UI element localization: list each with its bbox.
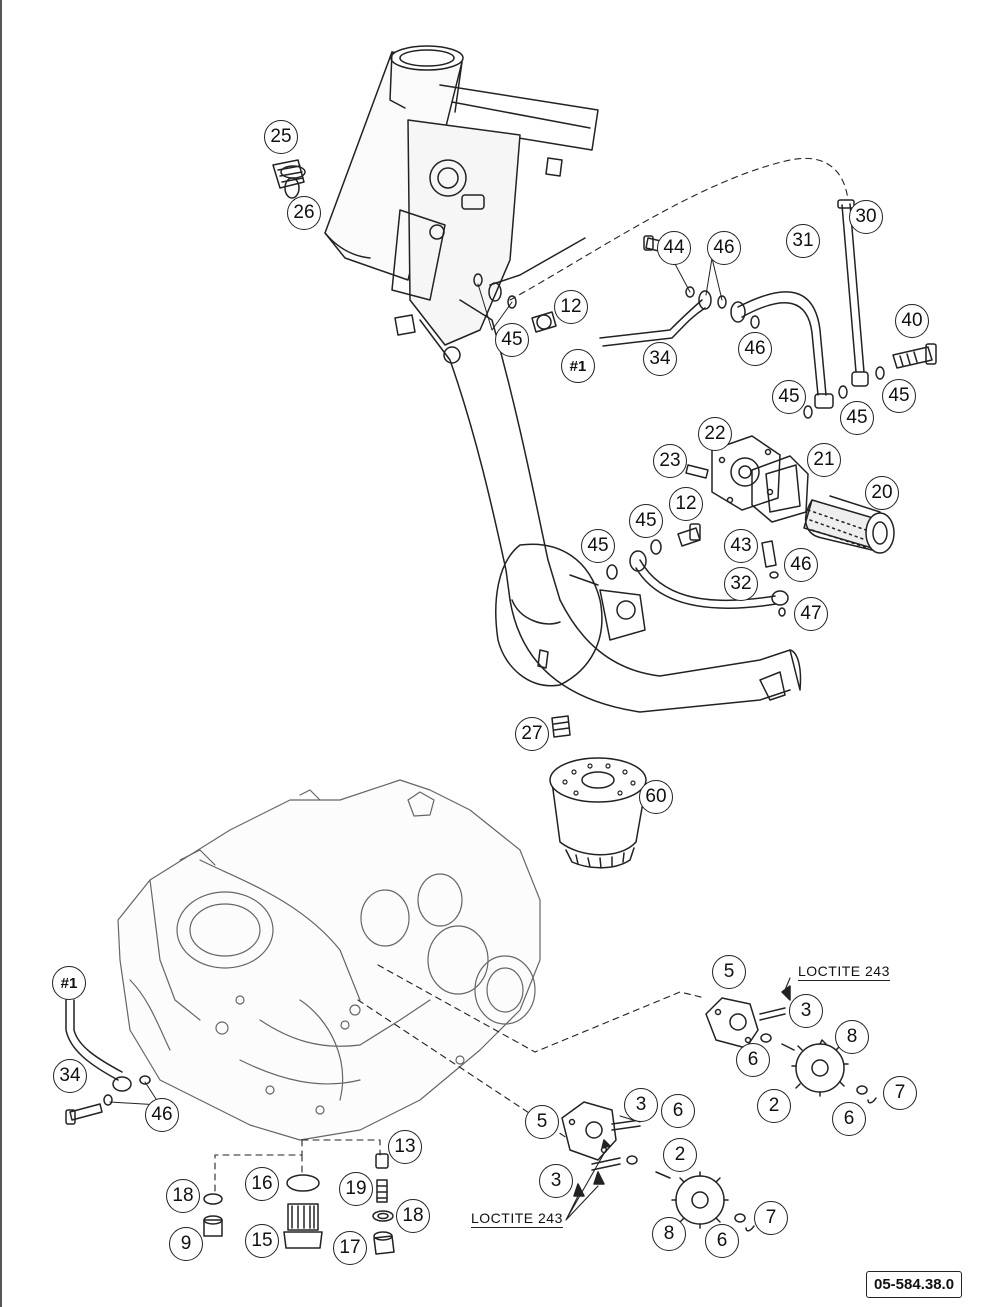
callout-46: 46	[738, 332, 772, 366]
callout-6: 6	[661, 1094, 695, 1128]
callout-6: 6	[832, 1102, 866, 1136]
callout-45: 45	[495, 323, 529, 357]
callout-9: 9	[169, 1227, 203, 1261]
engine-crankcase	[117, 779, 541, 1141]
callout-46: 46	[707, 231, 741, 265]
callout-3: 3	[539, 1164, 573, 1198]
callout-16: 16	[245, 1167, 279, 1201]
oil-lines-upper	[272, 157, 937, 419]
callout-30: 30	[849, 200, 883, 234]
callout-6: 6	[705, 1224, 739, 1258]
callout-ref-1: #1	[561, 349, 595, 383]
oil-pipe-34-lower	[65, 964, 706, 1196]
callout-7: 7	[754, 1201, 788, 1235]
oil-line-32	[606, 523, 789, 617]
callout-2: 2	[757, 1089, 791, 1123]
callout-45: 45	[581, 529, 615, 563]
callout-45: 45	[772, 380, 806, 414]
callout-40: 40	[895, 304, 929, 338]
callout-22: 22	[698, 417, 732, 451]
loctite-pointers	[565, 977, 791, 1221]
oil-pump-upper	[705, 985, 877, 1104]
spin-on-filter-60	[549, 715, 647, 869]
callout-27: 27	[515, 717, 549, 751]
loctite-note: LOCTITE 243	[798, 963, 890, 981]
callout-18: 18	[396, 1199, 430, 1233]
callout-31: 31	[786, 224, 820, 258]
callout-13: 13	[388, 1130, 422, 1164]
callout-21: 21	[807, 443, 841, 477]
callout-6: 6	[736, 1043, 770, 1077]
loctite-note: LOCTITE 243	[471, 1210, 563, 1228]
callout-25: 25	[264, 120, 298, 154]
left-border	[0, 0, 2, 1307]
callout-3: 3	[789, 994, 823, 1028]
document-number: 05-584.38.0	[866, 1271, 963, 1298]
callout-60: 60	[639, 780, 673, 814]
callout-47: 47	[794, 597, 828, 631]
callout-45: 45	[629, 504, 663, 538]
callout-34: 34	[53, 1059, 87, 1093]
callout-23: 23	[653, 444, 687, 478]
callout-18: 18	[166, 1179, 200, 1213]
callout-ref-1: #1	[52, 966, 86, 1000]
callout-17: 17	[333, 1231, 367, 1265]
callout-15: 15	[245, 1224, 279, 1258]
callout-26: 26	[287, 196, 321, 230]
frame-tube-illustration	[324, 45, 802, 713]
callout-45: 45	[882, 379, 916, 413]
callout-7: 7	[883, 1076, 917, 1110]
callout-12: 12	[554, 290, 588, 324]
callout-8: 8	[652, 1217, 686, 1251]
callout-19: 19	[339, 1172, 373, 1206]
callout-46: 46	[145, 1098, 179, 1132]
callout-20: 20	[865, 476, 899, 510]
callout-5: 5	[525, 1105, 559, 1139]
callout-12: 12	[669, 487, 703, 521]
oil-pump-lower	[561, 1101, 755, 1232]
callout-2: 2	[663, 1138, 697, 1172]
oil-filter-assembly	[685, 435, 895, 554]
callout-44: 44	[657, 231, 691, 265]
callout-34: 34	[643, 342, 677, 376]
callout-3: 3	[624, 1088, 658, 1122]
callout-45: 45	[840, 401, 874, 435]
callout-8: 8	[835, 1020, 869, 1054]
callout-46: 46	[784, 548, 818, 582]
callout-43: 43	[724, 529, 758, 563]
callout-5: 5	[712, 955, 746, 989]
callout-32: 32	[724, 567, 758, 601]
drain-and-screen-parts	[203, 1153, 395, 1255]
